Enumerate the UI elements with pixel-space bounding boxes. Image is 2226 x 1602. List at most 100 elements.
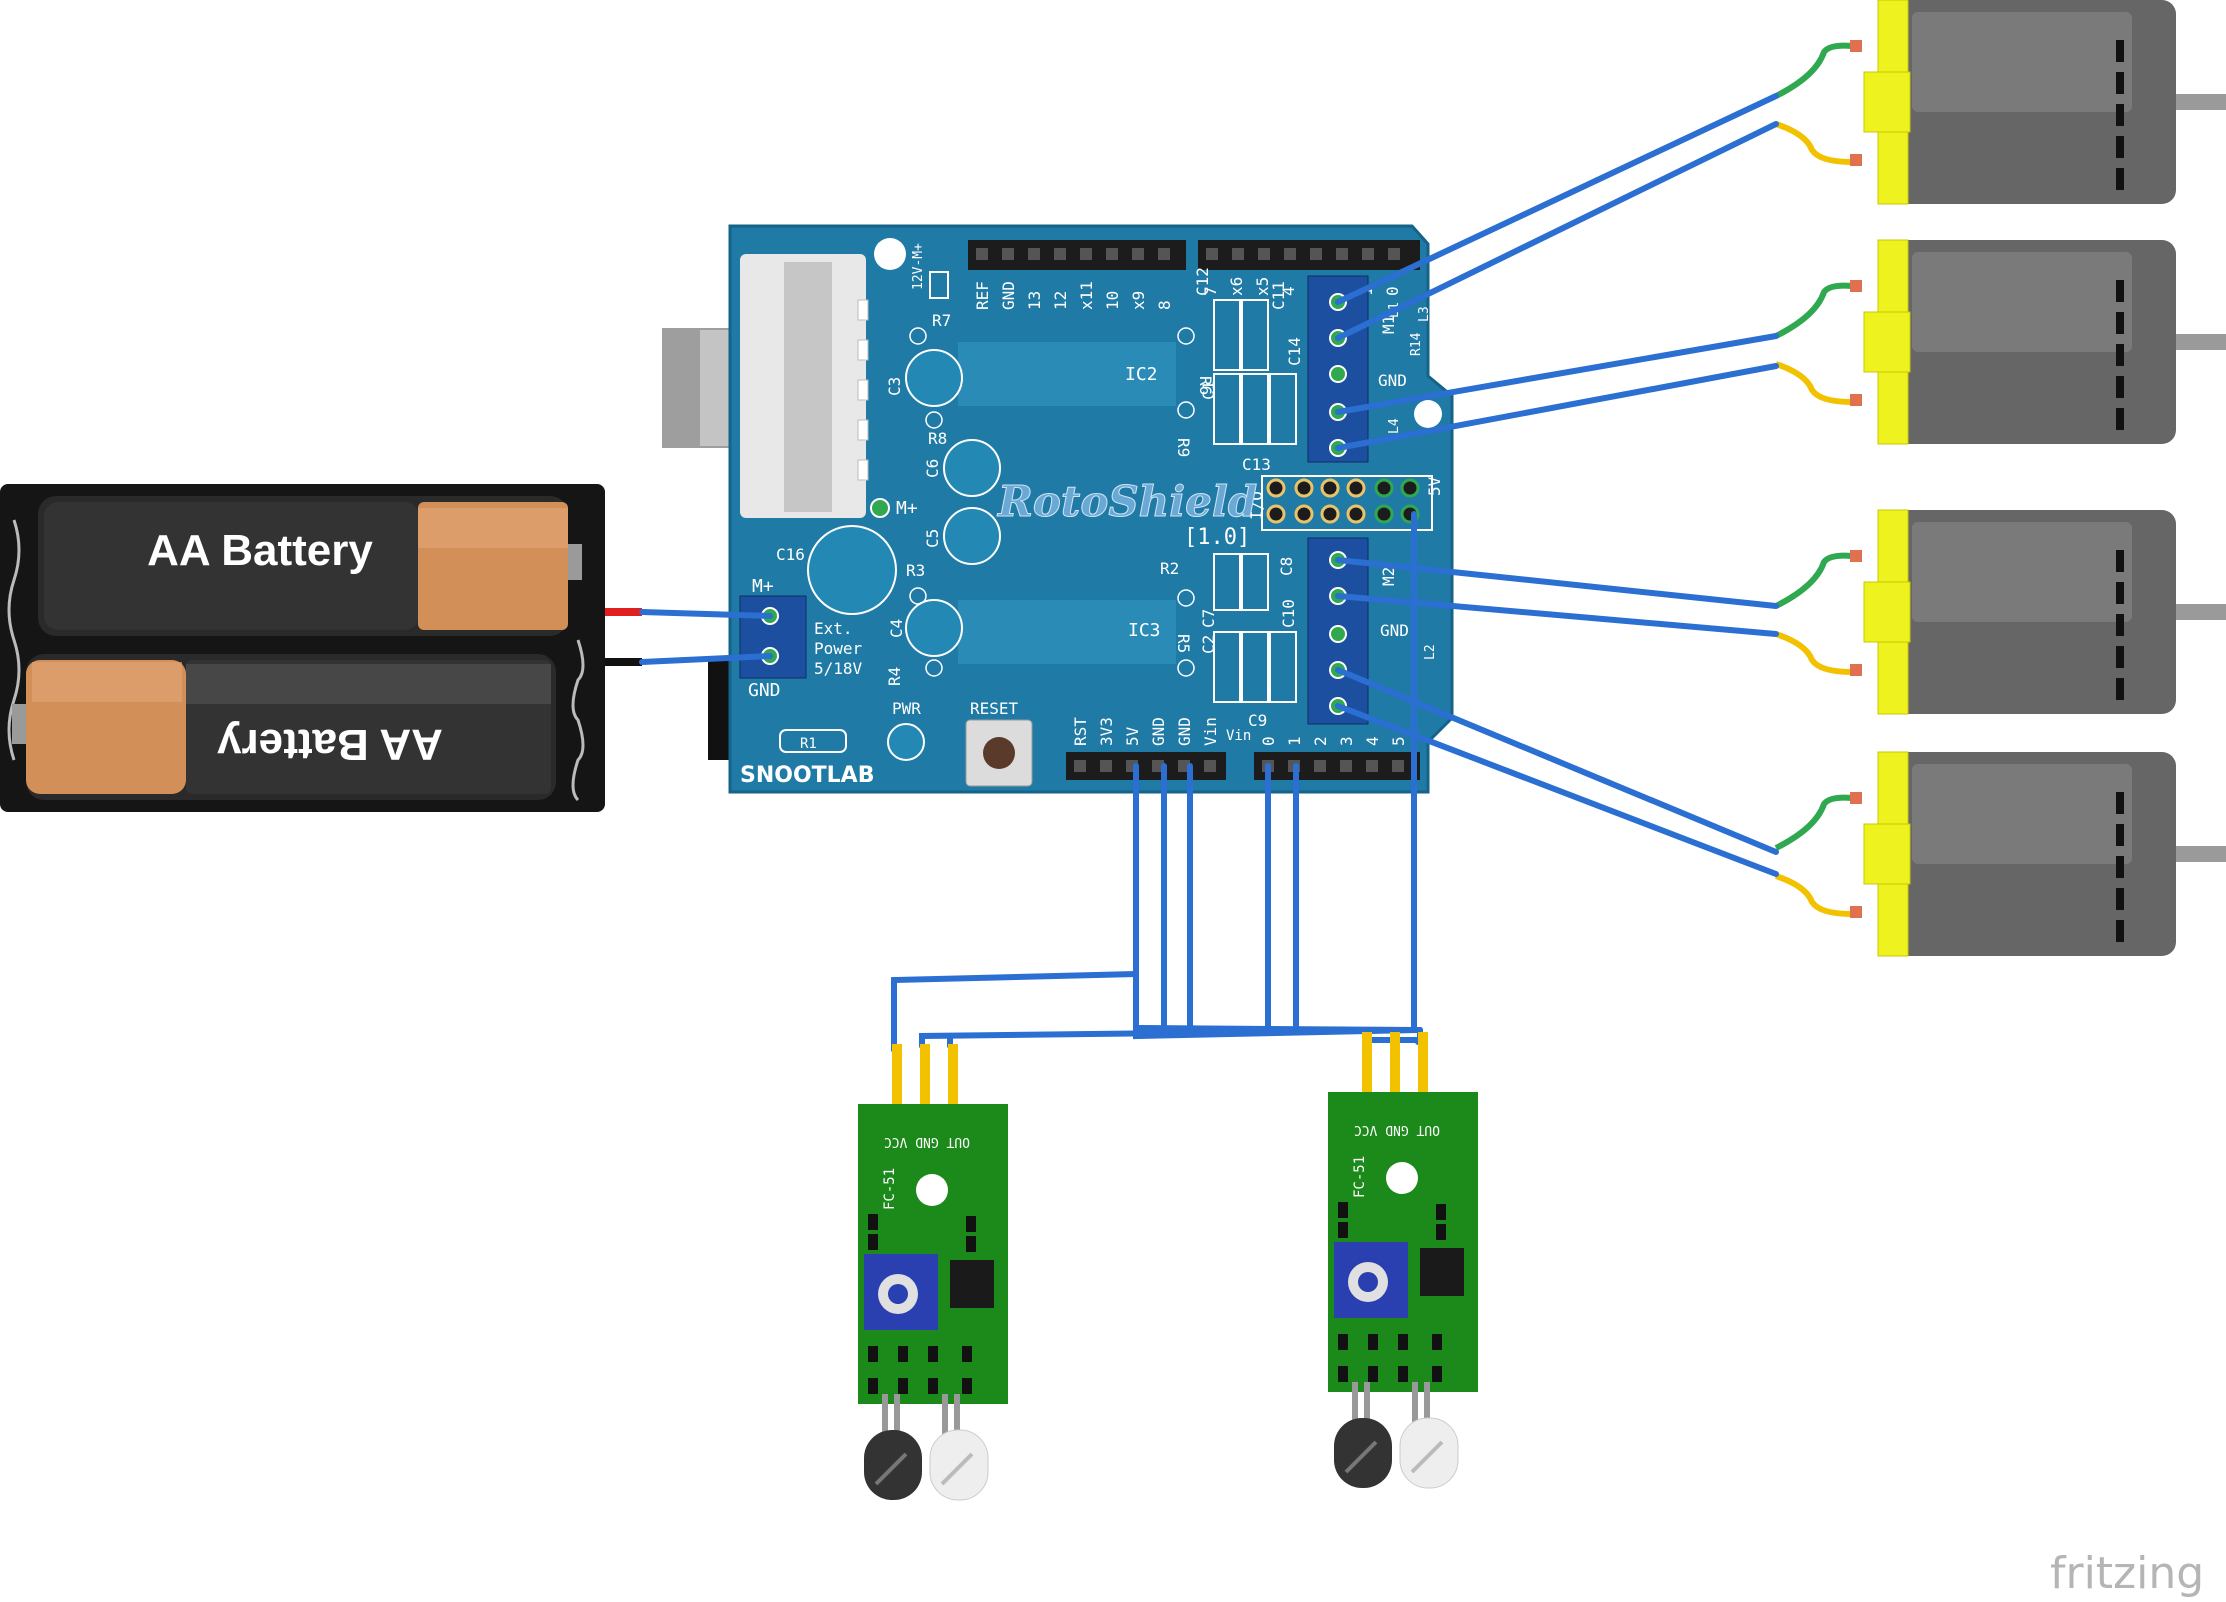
header-pin-label: GND [999,281,1018,310]
label-c16: C16 [776,545,805,564]
sensor-model-label: FC-51 [882,1168,898,1210]
header-pin-label: 13 [1025,291,1044,310]
aa-battery-bottom: AA Battery [12,654,556,800]
header-pin-label: Vin [1201,717,1220,746]
header-pin-label: 4 [1363,736,1382,746]
label-r14: R14 [1409,332,1424,356]
label-l4: L4 [1387,418,1402,434]
header-pin-label: 7 [1201,286,1220,296]
header-bottom-left [1066,752,1226,780]
header-pin-label: GND [1149,717,1168,746]
label-c3: C3 [885,377,904,396]
header-pin [1002,248,1014,260]
label-r6: R6 [1196,376,1215,395]
header-top-right [1198,240,1420,270]
header-pin-label: 0 [1259,736,1278,746]
mount-hole-1 [874,238,906,270]
header-pin-label: x5 [1253,277,1272,296]
header-pin [1258,248,1270,260]
label-c7: C7 [1199,609,1218,628]
label-r7: R7 [932,311,951,330]
header-pin [1314,760,1326,772]
capacitor-c6 [943,439,1001,497]
header-pin-label: 8 [1155,300,1174,310]
label-reset: RESET [970,699,1019,718]
label-l2: L2 [1423,644,1438,660]
label-gnd-m2: GND [1380,621,1409,640]
header-pin-label: x11 [1077,281,1096,310]
label-m2: M2 [1379,567,1398,586]
version-label: [1.0] [1184,525,1250,550]
dc-motor [1774,751,2226,957]
header-pin [1132,248,1144,260]
capacitor-c5 [943,507,1001,565]
header-pin [1204,760,1216,772]
header-pin [1310,248,1322,260]
jumper-label: 12V-M+ [911,243,926,290]
label-r1: R1 [800,736,817,752]
label-gnd-m1: GND [1378,371,1407,390]
label-gnd-left: GND [748,680,781,701]
fritzing-watermark: fritzing [2050,1548,2204,1599]
header-pin [1392,760,1404,772]
battery-pack: AA Battery AA Battery [0,484,642,812]
header-pin-label: GND [1175,717,1194,746]
pwr-led [887,723,925,761]
header-pin-label: 1 [1285,736,1304,746]
label-mplus-top: M+ [896,498,918,519]
header-pin [1284,248,1296,260]
header-pin [1366,760,1378,772]
sensor-pin [948,1044,958,1106]
label-r3: R3 [906,561,925,580]
sensor-model-label: FC-51 [1352,1156,1368,1198]
header-pin [976,248,988,260]
label-r9: R9 [1174,438,1193,457]
ic3-label: IC3 [1128,620,1161,641]
label-5-18v: 5/18V [814,659,863,678]
header-pin-label: 3V3 [1097,717,1116,746]
label-m1: M1 [1379,315,1398,334]
dc-motor [1774,239,2226,445]
label-l3: L3 [1417,306,1432,322]
maker-logo: SNOOTLAB [740,763,874,788]
power-terminal [739,595,807,679]
header-pin-label: 12 [1051,291,1070,310]
reset-button[interactable] [965,719,1033,787]
label-c14: C14 [1285,337,1304,366]
label-c6: C6 [923,459,942,478]
header-pin-label: 4 [1279,286,1298,296]
battery-top-label: AA Battery [147,526,373,575]
header-pin [1340,760,1352,772]
header-pin [1080,248,1092,260]
label-r8: R8 [928,429,947,448]
header-pin [1232,248,1244,260]
label-power: Power [814,639,863,658]
header-top-left [968,240,1186,270]
motor-terminal-bottom [1307,537,1369,725]
header-pin [1074,760,1086,772]
label-c10: C10 [1279,599,1298,628]
sensor-pin [1390,1032,1400,1094]
label-c5: C5 [923,529,942,548]
header-pin-label: x6 [1227,277,1246,296]
resistor-r1 [779,729,847,753]
capacitor-c3 [905,349,963,407]
header-pin-label: 5 [1389,736,1408,746]
header-pin [1028,248,1040,260]
label-c1: C1 [1199,381,1218,400]
label-c8: C8 [1277,557,1296,576]
label-r2: R2 [1160,559,1179,578]
dc-motor [1774,509,2226,715]
brand-logo: RotoShield [997,477,1257,526]
label-c2: C2 [1199,635,1218,654]
label-ext: Ext. [814,619,853,638]
sensor-pin [920,1044,930,1106]
wires [639,93,1779,1053]
sensor-pin-labels: OUT GND VCC [884,1134,970,1149]
header-pin [1388,248,1400,260]
